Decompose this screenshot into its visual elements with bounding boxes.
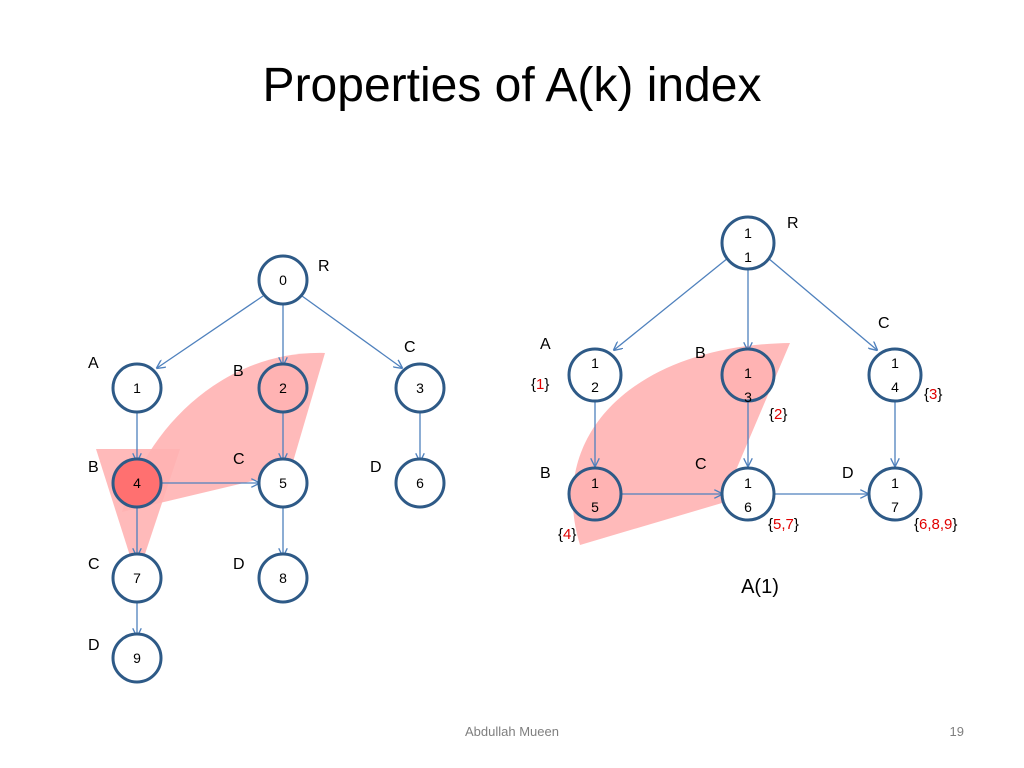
left-node-2: 2 (257, 362, 309, 414)
right-node-17: 1 7 (867, 466, 923, 522)
left-node-8: 8 (257, 552, 309, 604)
right-graph: 1 1 1 2 1 3 1 4 1 5 (531, 215, 957, 598)
right-node-12-type: A (540, 336, 551, 353)
footer-page-number: 19 (949, 724, 964, 739)
right-node-12: 1 2 (567, 347, 623, 403)
left-node-5-label: 5 (279, 475, 287, 491)
right-node-17-type: D (842, 465, 854, 482)
left-node-3-label: 3 (416, 380, 424, 396)
right-node-16: 1 6 (720, 466, 776, 522)
edge-11-14 (767, 257, 877, 350)
left-node-9-type: D (88, 637, 100, 654)
left-node-4-type: B (88, 459, 99, 476)
footer-author: Abdullah Mueen (465, 724, 559, 739)
left-node-0-label: 0 (279, 272, 287, 288)
right-node-13-type: B (695, 345, 706, 362)
left-node-3-type: C (404, 339, 416, 356)
right-node-17-set: {6,8,9} (914, 516, 957, 533)
left-graph: 0 1 2 3 4 5 6 (88, 254, 446, 684)
left-node-6-type: D (370, 459, 382, 476)
left-node-2-type: B (233, 363, 244, 380)
left-node-1: 1 (111, 362, 163, 414)
right-node-11: 1 1 (720, 215, 776, 271)
left-node-5-type: C (233, 451, 245, 468)
right-node-13-line2: 3 (744, 389, 752, 405)
slide-title: Properties of A(k) index (262, 59, 762, 112)
right-node-12-set: {1} (531, 376, 549, 393)
right-node-14-set: {3} (924, 386, 942, 403)
left-node-7-type: C (88, 556, 100, 573)
right-node-11-type: R (787, 215, 799, 232)
left-node-4-label: 4 (133, 475, 141, 491)
left-node-3: 3 (394, 362, 446, 414)
left-node-8-type: D (233, 556, 245, 573)
left-node-1-type: A (88, 355, 99, 372)
right-node-15: 1 5 (567, 466, 623, 522)
left-node-8-label: 8 (279, 570, 287, 586)
left-node-9: 9 (111, 632, 163, 684)
edge-0-3 (301, 295, 402, 368)
right-node-14-type: C (878, 315, 890, 332)
right-node-16-line1: 1 (744, 475, 752, 491)
left-node-0: 0 (257, 254, 309, 306)
right-node-14: 1 4 (867, 347, 923, 403)
right-node-12-line1: 1 (591, 355, 599, 371)
right-node-13-set: {2} (769, 406, 787, 423)
right-node-14-line1: 1 (891, 355, 899, 371)
right-node-15-type: B (540, 465, 551, 482)
right-node-14-line2: 4 (891, 379, 899, 395)
left-node-6-label: 6 (416, 475, 424, 491)
left-node-7-label: 7 (133, 570, 141, 586)
left-node-4: 4 (111, 457, 163, 509)
right-node-11-line1: 1 (744, 225, 752, 241)
left-node-9-label: 9 (133, 650, 141, 666)
left-node-1-label: 1 (133, 380, 141, 396)
left-node-0-type: R (318, 258, 330, 275)
right-node-16-type: C (695, 456, 707, 473)
right-node-15-set: {4} (558, 526, 576, 543)
left-node-2-label: 2 (279, 380, 287, 396)
right-graph-caption: A(1) (741, 576, 779, 598)
left-node-5: 5 (257, 457, 309, 509)
left-node-6: 6 (394, 457, 446, 509)
right-node-16-set: {5,7} (768, 516, 799, 533)
edge-0-1 (157, 295, 264, 368)
left-node-7: 7 (111, 552, 163, 604)
right-node-17-line1: 1 (891, 475, 899, 491)
right-node-13: 1 3 (720, 347, 776, 405)
edge-11-12 (614, 257, 729, 350)
right-node-17-line2: 7 (891, 499, 899, 515)
right-node-15-line2: 5 (591, 499, 599, 515)
right-node-16-line2: 6 (744, 499, 752, 515)
right-node-13-line1: 1 (744, 365, 752, 381)
right-node-11-line2: 1 (744, 249, 752, 265)
right-node-12-line2: 2 (591, 379, 599, 395)
right-node-15-line1: 1 (591, 475, 599, 491)
